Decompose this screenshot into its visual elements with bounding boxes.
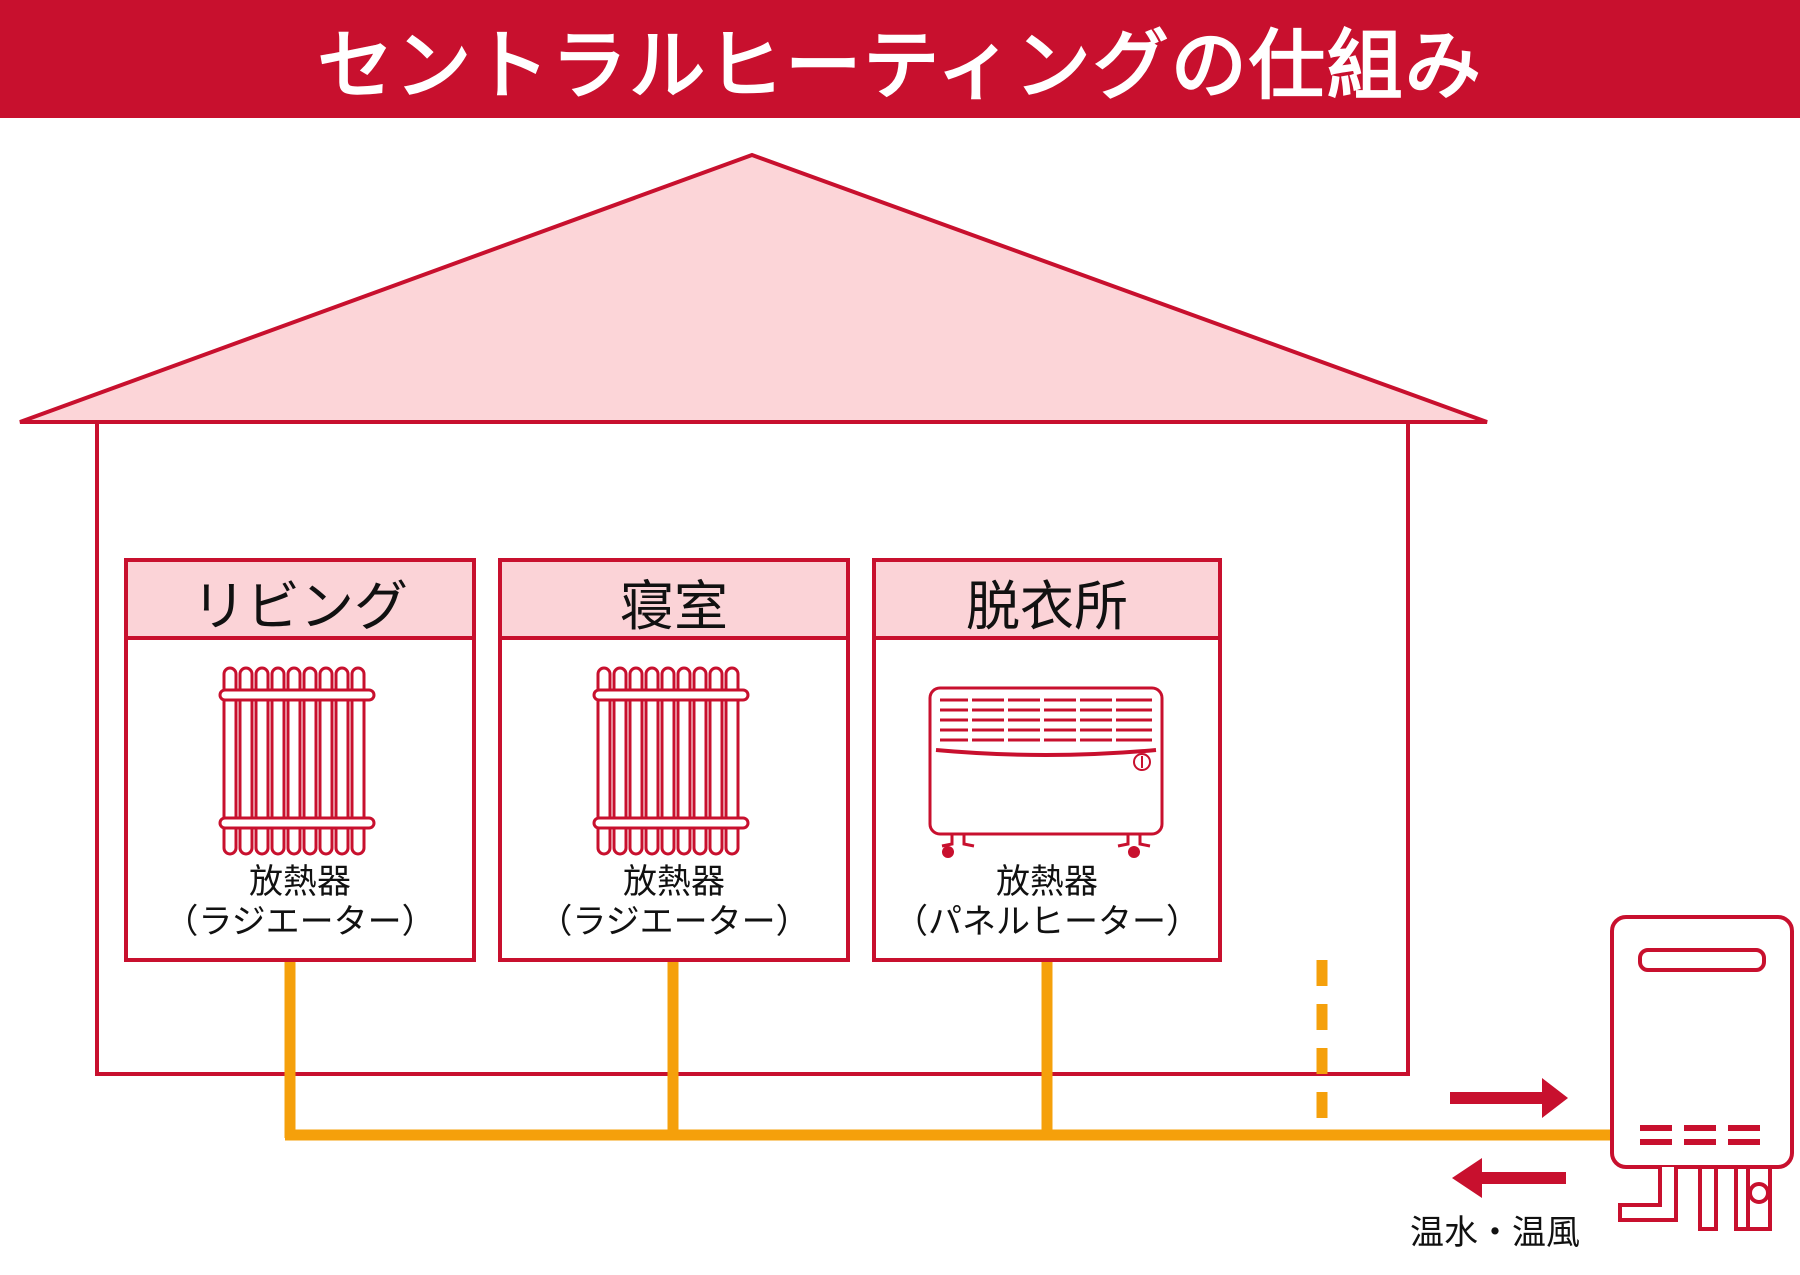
room-living [124, 558, 476, 962]
radiator-icon [218, 666, 376, 856]
panel-heater-icon [928, 686, 1164, 858]
supply-arrow [1450, 1078, 1568, 1118]
return-arrow [1452, 1158, 1566, 1198]
room-title-dressing: 脱衣所 [966, 574, 1128, 638]
device-caption-dressing: 放熱器 （パネルヒーター） [876, 862, 1218, 942]
boiler-icon [1610, 915, 1794, 1231]
device-caption-bedroom: 放熱器 （ラジエーター） [502, 862, 846, 942]
device-label: 放熱器 [249, 862, 351, 902]
hot-water-pipes [284, 960, 1612, 1141]
radiator-icon [592, 666, 750, 856]
room-title-living: リビング [192, 574, 408, 638]
device-sublabel: （ラジエーター） [164, 902, 436, 942]
flow-label: 温水・温風 [1410, 1213, 1580, 1253]
device-caption-living: 放熱器 （ラジエーター） [128, 862, 472, 942]
room-title-bedroom: 寝室 [620, 574, 728, 638]
house-roof [19, 152, 1488, 424]
page-title: セントラルヒーティングの仕組み [317, 21, 1483, 110]
device-label: 放熱器 [996, 862, 1098, 902]
title-banner: セントラルヒーティングの仕組み [0, 0, 1800, 118]
device-sublabel: （ラジエーター） [538, 902, 810, 942]
device-label: 放熱器 [623, 862, 725, 902]
device-sublabel: （パネルヒーター） [894, 902, 1200, 942]
house-wall [95, 420, 1410, 1076]
